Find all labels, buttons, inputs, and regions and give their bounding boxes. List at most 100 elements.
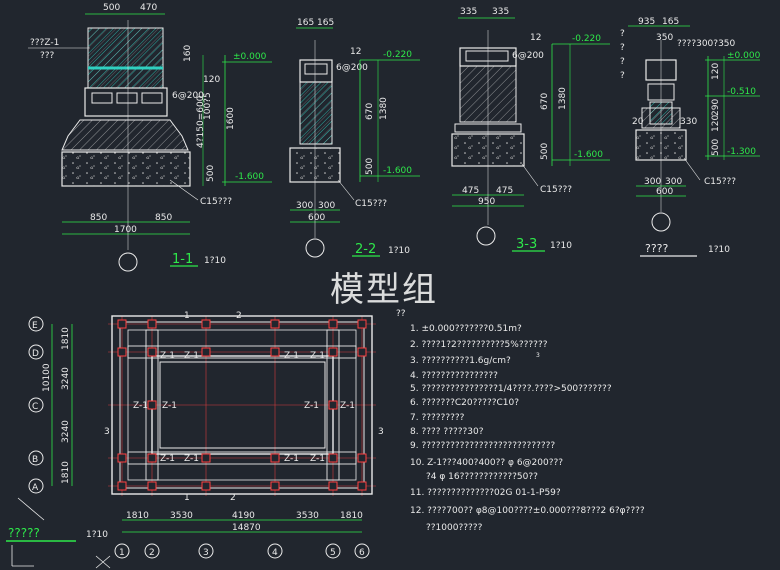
- s44-title: ????: [645, 242, 669, 255]
- z-label: Z-1: [160, 454, 175, 464]
- s11-rebar: 6@200: [172, 91, 204, 101]
- axis-bottom: 1 2 3 4 5 6: [114, 543, 370, 559]
- note-item: 12. ????700?? φ8@100????±0.000???8???2 6…: [410, 506, 645, 516]
- s22-dim-bot-2: 300: [318, 201, 335, 211]
- z-label: Z-1: [160, 351, 175, 361]
- plan-dim-bot-4: 3530: [296, 511, 319, 521]
- plan-title: ?????: [8, 526, 40, 540]
- s22-dim-500: 500: [365, 158, 375, 175]
- section-detail: 935 165 350 ????300?350 ? ? ? ? 20 330 1…: [620, 17, 761, 257]
- s22-elev-1: -1.600: [383, 166, 412, 176]
- s33-elev-1: -1.600: [574, 150, 603, 160]
- s33-dim-top-1: 335: [460, 7, 477, 17]
- s44-scale: 1?10: [708, 245, 730, 255]
- z-label: Z-1: [284, 454, 299, 464]
- s33-dim-bot-2: 475: [496, 186, 513, 196]
- s11-dim-top-2: 470: [140, 3, 157, 13]
- s33-dim-500: 500: [540, 143, 550, 160]
- s22-dim-top-2: 165: [317, 18, 334, 28]
- s44-d350: 350: [656, 33, 673, 43]
- s11-dim-1600: 1600: [226, 107, 236, 130]
- z-label: Z-1: [340, 401, 355, 411]
- plan-dim-left-4: 1810: [61, 461, 71, 484]
- note-item: 11. ??????????????02G 01-1-P59?: [410, 488, 561, 498]
- axis-e: E: [32, 321, 38, 331]
- z-label: Z-1: [310, 454, 325, 464]
- s44-elev-2: -1.300: [727, 147, 756, 157]
- z-label: Z-1: [133, 401, 148, 411]
- note-item: ?4 φ 16????????????50??: [426, 472, 538, 482]
- axis-4: 4: [272, 548, 278, 558]
- sec-mark: 1: [184, 311, 190, 321]
- s44-dim-top-2: 165: [662, 17, 679, 27]
- s33-d12: 12: [530, 33, 541, 43]
- s22-title: 2-2: [355, 242, 376, 257]
- z-label: Z-1: [184, 351, 199, 361]
- note-item: 1. ±0.000???????0.51m?: [410, 324, 522, 334]
- s44-note: ????300?350: [677, 39, 736, 49]
- sec-mark: 2: [236, 311, 242, 321]
- plan-dim-bot-2: 3530: [170, 511, 193, 521]
- plan-dim-left-1: 1810: [61, 327, 71, 350]
- section-2-2: 165 165 12 6@200 670 1380 500 -0.220 -1.…: [289, 18, 420, 258]
- s44-c15: C15???: [704, 177, 736, 187]
- s44-d330: 330: [680, 117, 697, 127]
- note-item: 10. Z-1???400?400?? φ 6@200???: [410, 458, 563, 468]
- sec-mark: 3: [104, 427, 110, 437]
- s33-title: 3-3: [516, 237, 537, 252]
- plan-scale: 1?10: [86, 530, 108, 540]
- s33-scale: 1?10: [550, 241, 572, 251]
- s22-dim-top-1: 165: [297, 18, 314, 28]
- z-label: Z-1: [310, 351, 325, 361]
- note-item: 8. ???? ?????30?: [410, 427, 484, 437]
- notes-head: ??: [396, 309, 406, 319]
- plan-dim-bot-1: 1810: [126, 511, 149, 521]
- s44-dim-bot-2: 300: [665, 177, 682, 187]
- s44-q4: ?: [620, 71, 625, 81]
- axis-1: 1: [119, 548, 125, 558]
- s11-label-z: ???Z-1: [30, 38, 59, 48]
- s11-c15: C15???: [200, 197, 232, 207]
- note-item: 5. ????????????????1/4????.????>500?????…: [410, 384, 612, 394]
- axis-5: 5: [330, 548, 336, 558]
- s33-dim-bot-1: 475: [462, 186, 479, 196]
- z-label: Z-1: [284, 351, 299, 361]
- s22-c15: C15???: [355, 199, 387, 209]
- note-item: 6. ???????C20?????C10?: [410, 398, 519, 408]
- s11-dim-120: 120: [203, 75, 220, 85]
- s11-total: 1700: [114, 225, 137, 235]
- plan-dim-bot-3: 4190: [232, 511, 255, 521]
- s44-dim-120a: 120: [711, 63, 721, 80]
- s11-title: 1-1: [172, 252, 193, 267]
- note-item: 9. ????????????????????????????: [410, 441, 555, 451]
- axis-c: C: [32, 402, 38, 412]
- plan-dim-bot-total: 14870: [232, 523, 261, 533]
- s11-dim-500: 500: [206, 165, 216, 182]
- axis-a: A: [32, 483, 39, 493]
- plan-dim-left-3: 3240: [61, 420, 71, 443]
- axis-3: 3: [203, 548, 209, 558]
- s22-total: 600: [308, 213, 325, 223]
- notes: ?? 1. ±0.000???????0.51m? 2. ????1?2????…: [396, 309, 645, 533]
- s22-dim-670: 670: [365, 103, 375, 120]
- s44-dim-500: 500: [711, 139, 721, 156]
- axis-b: B: [32, 455, 38, 465]
- section-1-1: 500 470 ???Z-1 ??? 160 120 1600 500 4?15…: [28, 3, 272, 272]
- s44-dim-bot-1: 300: [644, 177, 661, 187]
- z-label: Z-1: [184, 454, 199, 464]
- plan-dim-left-2: 3240: [61, 367, 71, 390]
- s44-elev-0: ±0.000: [727, 51, 761, 61]
- sec-mark: 2: [230, 493, 236, 503]
- s44-q3: ?: [620, 57, 625, 67]
- watermark: 模型组: [330, 270, 438, 310]
- s11-note: 4?150=600: [196, 95, 206, 148]
- axis-6: 6: [359, 548, 365, 558]
- z-label: Z-1: [162, 401, 177, 411]
- s22-dim-bot-1: 300: [296, 201, 313, 211]
- s22-d12: 12: [350, 47, 361, 57]
- s22-rebar: 6@200: [336, 63, 368, 73]
- s33-dim-top-2: 335: [492, 7, 509, 17]
- axis-d: D: [32, 349, 39, 359]
- note-item: 3. ??????????1.6g/cm?: [410, 356, 511, 366]
